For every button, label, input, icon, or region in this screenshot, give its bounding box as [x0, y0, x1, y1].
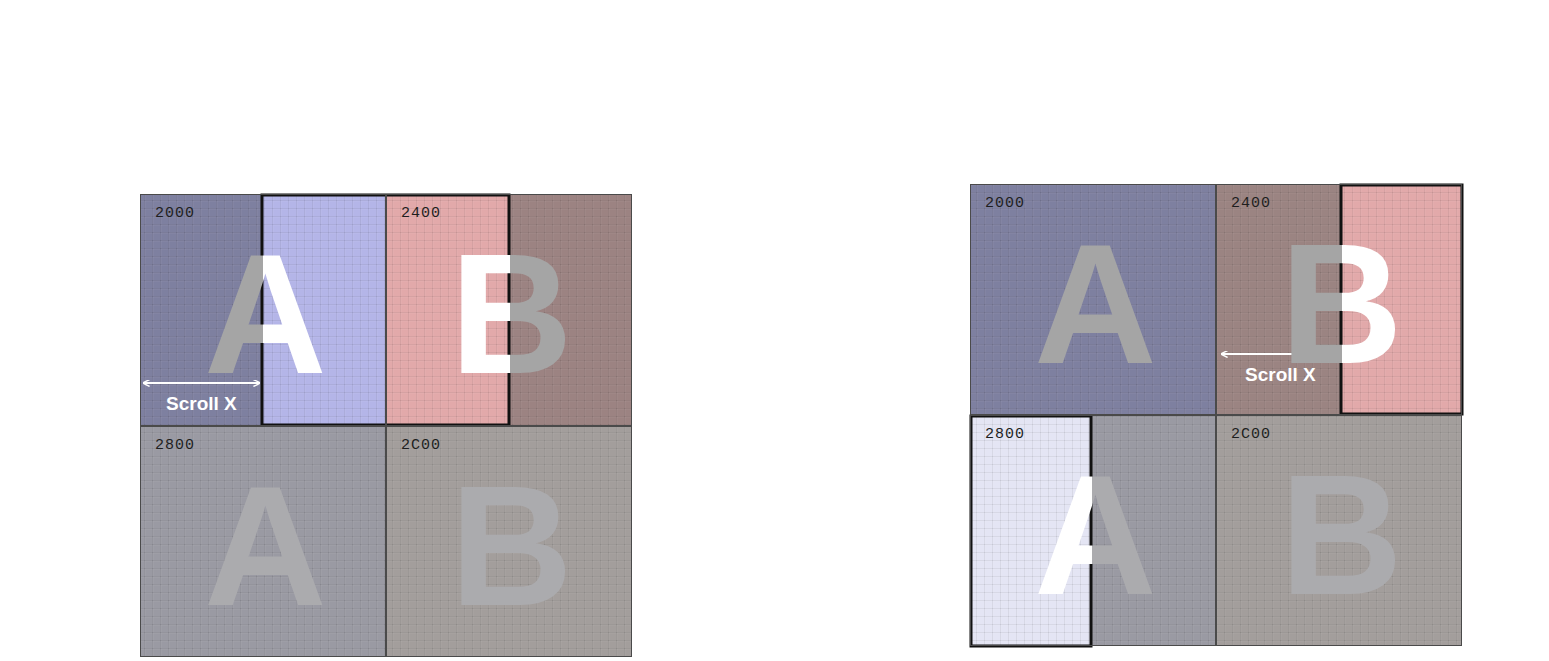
address-label: 2400: [1231, 196, 1271, 211]
nametable-box: 2000A: [970, 184, 1216, 415]
nametable-box: 2800A: [140, 426, 386, 657]
tile-letter: B: [1280, 219, 1403, 389]
address-label: 2800: [985, 427, 1025, 442]
address-label: 2800: [155, 438, 195, 453]
tile-letter: A: [204, 229, 327, 399]
address-label: 2400: [401, 206, 441, 221]
address-label: 2000: [985, 196, 1025, 211]
left-panel: [140, 194, 632, 657]
tile-letter: A: [1034, 219, 1157, 389]
address-label: 2C00: [1231, 427, 1271, 442]
nametable-box: 2C00B: [386, 426, 632, 657]
tile-letter: A: [1034, 450, 1157, 620]
scroll-label: Scroll X: [1245, 365, 1316, 386]
nametable-box: 2C00B: [1216, 415, 1462, 646]
tile-letter: B: [450, 229, 573, 399]
tile-grid: [140, 194, 632, 657]
tile-letter: B: [1280, 450, 1403, 620]
tile-letter: B: [450, 461, 573, 631]
scroll-label: Scroll X: [166, 394, 237, 415]
nametable-box: 2000A: [140, 194, 386, 426]
right-panel: [970, 184, 1462, 646]
tile-letter: A: [204, 461, 327, 631]
tile-grid: [970, 184, 1462, 646]
nametable-box: 2400B: [386, 194, 632, 426]
address-label: 2C00: [401, 438, 441, 453]
address-label: 2000: [155, 206, 195, 221]
nametable-box: 2800A: [970, 415, 1216, 646]
